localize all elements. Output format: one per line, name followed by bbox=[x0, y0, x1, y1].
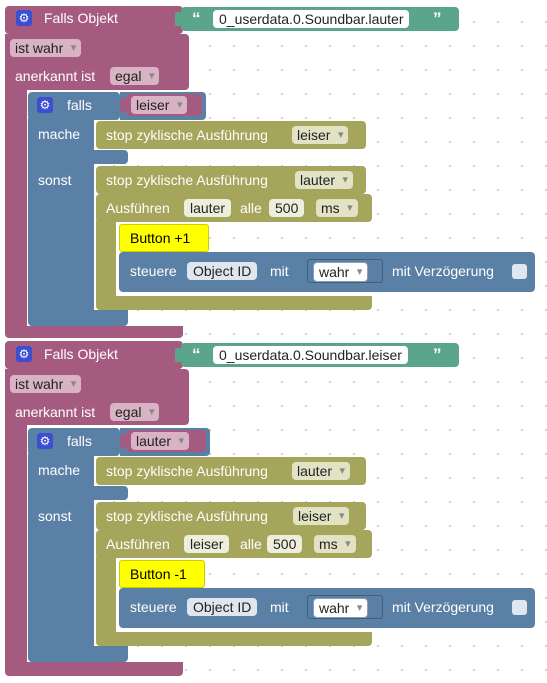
object-id-field[interactable]: 0_userdata.0.Soundbar.lauter bbox=[213, 10, 410, 28]
trigger-label: Falls Objekt bbox=[44, 10, 118, 26]
control-with-label: mit bbox=[270, 599, 289, 615]
trigger-footer bbox=[5, 326, 183, 338]
if-value-dropdown[interactable]: leiser bbox=[131, 96, 188, 114]
gear-icon[interactable]: ⚙ bbox=[37, 433, 53, 449]
quote-close-icon: ” bbox=[433, 345, 442, 364]
if-else-area bbox=[28, 498, 94, 648]
then-stop-label: stop zyklische Ausführung bbox=[106, 127, 268, 143]
quote-open-icon: “ bbox=[192, 9, 201, 28]
if-footer bbox=[28, 310, 128, 326]
control-value-dropdown[interactable]: wahr bbox=[313, 262, 369, 282]
comment-text: Button -1 bbox=[130, 566, 187, 582]
control-delay-label: mit Verzögerung bbox=[392, 263, 494, 279]
trigger-label: Falls Objekt bbox=[44, 346, 118, 362]
gear-icon[interactable]: ⚙ bbox=[37, 97, 53, 113]
comment-block[interactable] bbox=[119, 560, 205, 588]
exec-label: Ausführen bbox=[106, 200, 170, 216]
exec-unit-dropdown[interactable]: ms bbox=[316, 199, 358, 217]
input-tab bbox=[120, 434, 126, 448]
ack-dropdown[interactable]: egal bbox=[110, 403, 160, 421]
exec-footer bbox=[96, 296, 372, 310]
if-mid bbox=[28, 150, 128, 164]
exec-name-field[interactable]: lauter bbox=[184, 199, 232, 217]
input-tab bbox=[120, 98, 126, 112]
trigger-header[interactable] bbox=[5, 6, 183, 34]
exec-spine bbox=[96, 220, 116, 298]
else-label: sonst bbox=[38, 508, 72, 524]
gear-icon[interactable]: ⚙ bbox=[16, 346, 32, 362]
input-tab bbox=[175, 12, 181, 26]
exec-every-label: alle bbox=[240, 536, 262, 552]
delay-checkbox[interactable] bbox=[512, 264, 527, 279]
else-stop-dropdown[interactable]: lauter bbox=[295, 171, 354, 189]
ack-label: anerkannt ist bbox=[15, 404, 96, 420]
else-label: sonst bbox=[38, 172, 72, 188]
comment-text: Button +1 bbox=[130, 230, 191, 246]
then-stop-dropdown[interactable]: lauter bbox=[292, 462, 351, 480]
quote-close-icon: ” bbox=[433, 9, 442, 28]
condition-dropdown[interactable]: ist wahr bbox=[10, 39, 82, 57]
then-stop-label: stop zyklische Ausführung bbox=[106, 463, 268, 479]
exec-interval-field[interactable]: 500 bbox=[269, 199, 305, 217]
input-tab bbox=[175, 348, 181, 362]
ack-dropdown[interactable]: egal bbox=[110, 67, 160, 85]
control-label: steuere bbox=[130, 599, 177, 615]
trigger-spine bbox=[5, 90, 27, 330]
exec-label: Ausführen bbox=[106, 536, 170, 552]
if-value-dropdown[interactable]: lauter bbox=[131, 432, 190, 450]
else-stop-label: stop zyklische Ausführung bbox=[106, 172, 268, 188]
delay-checkbox[interactable] bbox=[512, 600, 527, 615]
then-stop-dropdown[interactable]: leiser bbox=[292, 126, 349, 144]
quote-open-icon: “ bbox=[192, 345, 201, 364]
if-then-area bbox=[28, 454, 94, 488]
then-label: mache bbox=[38, 126, 81, 142]
ack-label: anerkannt ist bbox=[15, 68, 96, 84]
trigger-footer bbox=[5, 662, 183, 676]
exec-unit-dropdown[interactable]: ms bbox=[314, 535, 356, 553]
comment-block[interactable] bbox=[119, 224, 209, 252]
if-footer bbox=[28, 646, 128, 662]
exec-interval-field[interactable]: 500 bbox=[267, 535, 303, 553]
if-mid bbox=[28, 486, 128, 500]
control-object-field[interactable]: Object ID bbox=[187, 598, 258, 616]
then-label: mache bbox=[38, 462, 81, 478]
condition-dropdown[interactable]: ist wahr bbox=[10, 375, 82, 393]
if-label: falls bbox=[67, 433, 92, 449]
trigger-spine bbox=[5, 425, 27, 665]
exec-name-field[interactable]: leiser bbox=[184, 535, 230, 553]
control-value-dropdown[interactable]: wahr bbox=[313, 598, 369, 618]
object-id-field[interactable]: 0_userdata.0.Soundbar.leiser bbox=[213, 346, 408, 364]
control-with-label: mit bbox=[270, 263, 289, 279]
gear-icon[interactable]: ⚙ bbox=[16, 10, 32, 26]
exec-every-label: alle bbox=[240, 200, 262, 216]
if-else-area bbox=[28, 162, 94, 312]
exec-footer bbox=[96, 632, 372, 646]
else-stop-dropdown[interactable]: leiser bbox=[293, 507, 350, 525]
if-then-area bbox=[28, 118, 94, 152]
trigger-header[interactable] bbox=[5, 341, 183, 369]
exec-spine bbox=[96, 556, 116, 634]
if-label: falls bbox=[67, 97, 92, 113]
else-stop-label: stop zyklische Ausführung bbox=[106, 508, 268, 524]
control-delay-label: mit Verzögerung bbox=[392, 599, 494, 615]
control-label: steuere bbox=[130, 263, 177, 279]
control-object-field[interactable]: Object ID bbox=[187, 262, 258, 280]
